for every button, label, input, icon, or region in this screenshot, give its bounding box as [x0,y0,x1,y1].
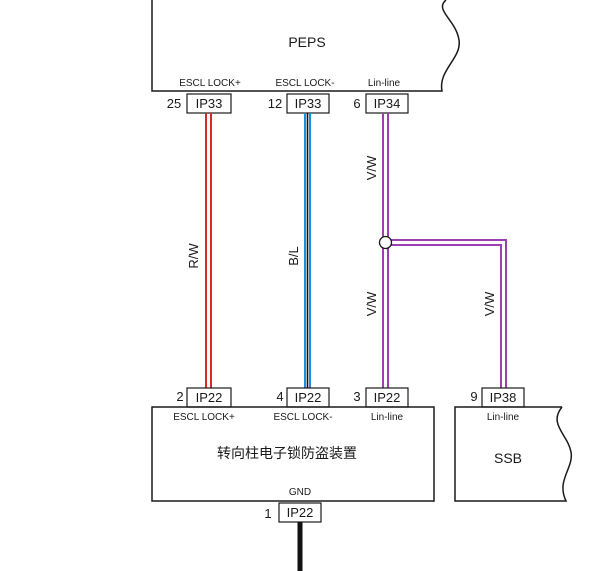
connector-box [186,93,232,114]
escl-connector-3: 3 IP22 [353,387,409,408]
pin-number: 4 [276,389,283,404]
wire-label-lin-ssb: V/W [482,291,497,316]
connector-id: IP22 [295,390,322,405]
ssb-module: Lin-line SSB [454,406,572,502]
pin-number: 9 [470,389,477,404]
peps-pin-label-lin: Lin-line [368,78,401,89]
escl-pin-label-lock-plus: ESCL LOCK+ [173,412,235,423]
connector-id: IP38 [490,390,517,405]
splice-junction [378,235,393,250]
connector-id: IP33 [196,96,223,111]
wire-label-lock-minus: B/L [286,246,301,266]
peps-connector-25: 25 IP33 [167,93,232,114]
escl-connector-2: 2 IP22 [176,387,232,408]
escl-pin-label-lin: Lin-line [371,412,404,423]
pin-number: 1 [264,506,271,521]
wire-label-lin-lower: V/W [364,291,379,316]
connector-id: IP22 [374,390,401,405]
wire-label-lock-plus: R/W [186,243,201,269]
escl-outline [151,406,435,502]
ssb-title: SSB [494,450,522,466]
peps-title: PEPS [288,34,325,50]
pin-number: 6 [353,96,360,111]
wire-lin-main: V/W V/W [364,113,389,388]
pin-number: 3 [353,389,360,404]
connector-id: IP22 [287,505,314,520]
escl-module: ESCL LOCK+ ESCL LOCK- Lin-line 转向柱电子锁防盗装… [151,406,435,502]
pin-number: 2 [176,389,183,404]
escl-gnd-label: GND [289,487,311,498]
ssb-connector-9: 9 IP38 [470,387,525,408]
connector-id: IP33 [295,96,322,111]
wire-lin-ssb: V/W [390,239,507,388]
escl-connector-1-gnd: 1 IP22 [264,502,322,523]
ssb-pin-label-lin: Lin-line [487,412,520,423]
peps-connector-12: 12 IP33 [268,93,330,114]
pin-number: 12 [268,96,282,111]
peps-pin-label-lock-minus: ESCL LOCK- [275,78,334,89]
ssb-outline [454,406,572,502]
wire-lock-plus: R/W [186,113,212,388]
connector-id: IP22 [196,390,223,405]
wire-lock-minus: B/L [286,113,311,388]
escl-title: 转向柱电子锁防盗装置 [217,445,357,461]
escl-pin-label-lock-minus: ESCL LOCK- [273,412,332,423]
wire-label-lin-upper: V/W [364,155,379,180]
escl-connector-4: 4 IP22 [276,387,330,408]
peps-pin-label-lock-plus: ESCL LOCK+ [179,78,241,89]
peps-connector-6: 6 IP34 [353,93,409,114]
peps-outline [151,0,460,92]
pin-number: 25 [167,96,181,111]
peps-module: PEPS ESCL LOCK+ ESCL LOCK- Lin-line [151,0,460,92]
connector-id: IP34 [374,96,401,111]
